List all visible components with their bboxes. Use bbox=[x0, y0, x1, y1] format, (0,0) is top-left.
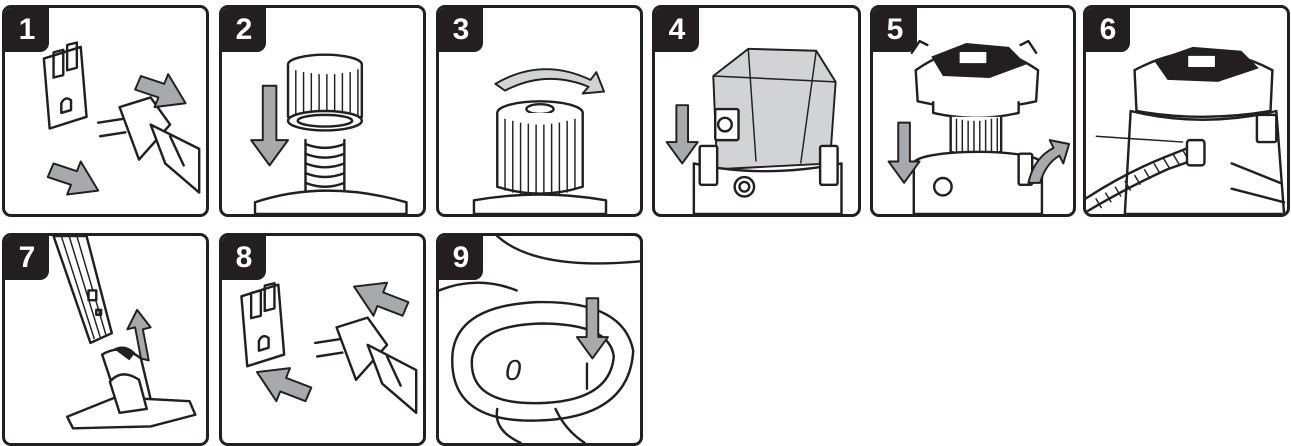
step-4-panel: 4 bbox=[652, 5, 861, 217]
step-5-panel: 5 bbox=[870, 5, 1076, 217]
arrow-toward-upper-icon bbox=[353, 281, 410, 317]
switch-on-label: | bbox=[583, 359, 591, 391]
step-number-badge: 6 bbox=[1086, 8, 1130, 52]
arrow-away-upper-icon bbox=[134, 73, 187, 109]
step-number-badge: 4 bbox=[655, 8, 699, 52]
vacuum-tank-icon bbox=[692, 144, 843, 214]
wall-outlet-icon bbox=[240, 281, 286, 368]
step-9-panel: 9 0 | bbox=[436, 233, 643, 446]
step-3-panel: 3 bbox=[436, 5, 643, 217]
plug-in-illustration bbox=[240, 281, 418, 415]
motor-head-icon bbox=[910, 39, 1040, 120]
wall-outlet-icon bbox=[42, 41, 88, 130]
step-number-badge: 1 bbox=[5, 8, 49, 52]
step-6-panel: 6 bbox=[1083, 5, 1290, 217]
arrow-down-icon bbox=[665, 104, 699, 165]
floor-nozzle-icon bbox=[65, 346, 197, 430]
step-number-badge: 5 bbox=[873, 8, 917, 52]
filter-cage-icon bbox=[253, 138, 408, 214]
switch-off-label: 0 bbox=[505, 355, 521, 387]
power-plug-icon bbox=[314, 316, 418, 415]
dust-bag-icon bbox=[712, 47, 837, 171]
cartridge-filter-icon bbox=[496, 100, 584, 197]
step-number-badge: 9 bbox=[439, 236, 483, 280]
arrow-down-icon bbox=[250, 84, 289, 167]
step-number-badge: 7 bbox=[5, 236, 49, 280]
step-number-badge: 8 bbox=[222, 236, 266, 280]
dust-bag-illustration bbox=[665, 47, 843, 214]
vacuum-head-icon bbox=[1133, 46, 1274, 119]
nozzle-attach-illustration bbox=[52, 236, 197, 430]
step-1-panel: 1 bbox=[2, 5, 209, 217]
arrow-up-icon bbox=[126, 308, 152, 362]
step-number-badge: 2 bbox=[222, 8, 266, 52]
filter-install-illustration bbox=[250, 53, 408, 214]
unplug-illustration bbox=[42, 41, 201, 196]
step-2-panel: 2 bbox=[219, 5, 426, 217]
cartridge-filter-icon bbox=[286, 53, 364, 132]
step-8-panel: 8 bbox=[219, 233, 426, 446]
vacuum-tank-icon bbox=[912, 150, 1044, 214]
arrow-away-lower-icon bbox=[46, 160, 100, 196]
rotate-arrow-icon bbox=[494, 68, 606, 95]
hose-attach-illustration bbox=[1086, 46, 1286, 214]
filter-base-icon bbox=[472, 193, 608, 214]
power-switch-illustration: 0 | bbox=[439, 236, 640, 443]
step-number-badge: 3 bbox=[439, 8, 483, 52]
arrow-toward-lower-icon bbox=[255, 367, 313, 403]
extension-wand-icon bbox=[52, 236, 114, 345]
arrow-down-icon bbox=[887, 121, 921, 184]
filter-rotate-illustration bbox=[472, 68, 608, 214]
hose-icon bbox=[1086, 135, 1206, 214]
latch-arrow-icon bbox=[1027, 139, 1071, 184]
step-7-panel: 7 bbox=[2, 233, 209, 446]
rocker-switch-icon: 0 | bbox=[451, 300, 635, 443]
arrow-down-icon bbox=[575, 297, 609, 360]
filter-icon bbox=[949, 116, 1003, 157]
power-plug-icon bbox=[97, 96, 201, 194]
motor-head-illustration bbox=[887, 39, 1071, 214]
